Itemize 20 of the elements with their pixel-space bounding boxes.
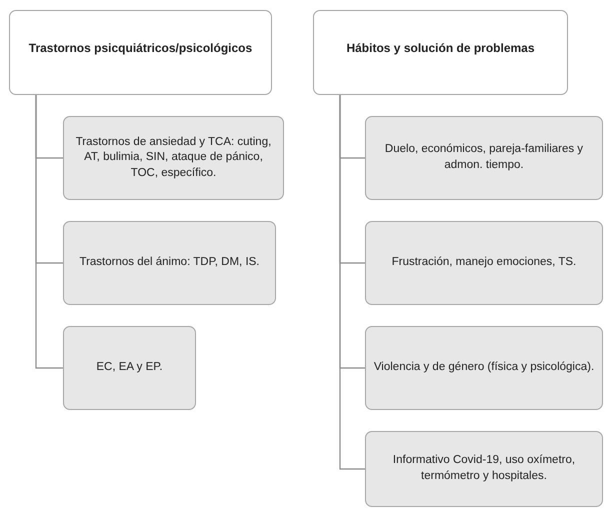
topic-box xyxy=(365,431,603,507)
topic-box xyxy=(63,221,276,305)
box-text: Trastornos de ansiedad y TCA: cuting, AT, bulimia, SIN, ataque de pánico, TOC, específico. xyxy=(74,134,272,181)
category-box xyxy=(9,10,272,95)
box-text: Duelo, económicos, pareja-familiares y admon. tiempo. xyxy=(384,142,584,173)
connector-line xyxy=(339,95,365,470)
box-text: Hábitos y solución de problemas xyxy=(346,40,535,54)
topic-box xyxy=(365,116,603,200)
topic-box xyxy=(365,221,603,305)
box-text: EC, EA y EP. xyxy=(96,360,163,376)
box-text: Trastornos del ánimo: TDP, DM, IS. xyxy=(79,255,260,270)
box-text: Trastornos psicquiátricos/psicológicos xyxy=(28,40,252,54)
category-box xyxy=(313,10,568,95)
topic-box xyxy=(365,326,603,410)
box-text: Informativo Covid-19, uso oxímetro, termómetro y hospitales. xyxy=(392,453,576,484)
box-text: Violencia y de género (física y psicológica). xyxy=(374,360,594,376)
connector-line xyxy=(35,95,63,369)
box-text: Frustración, manejo emociones, TS. xyxy=(392,255,576,270)
topic-box xyxy=(63,116,284,200)
topic-box xyxy=(63,326,196,410)
